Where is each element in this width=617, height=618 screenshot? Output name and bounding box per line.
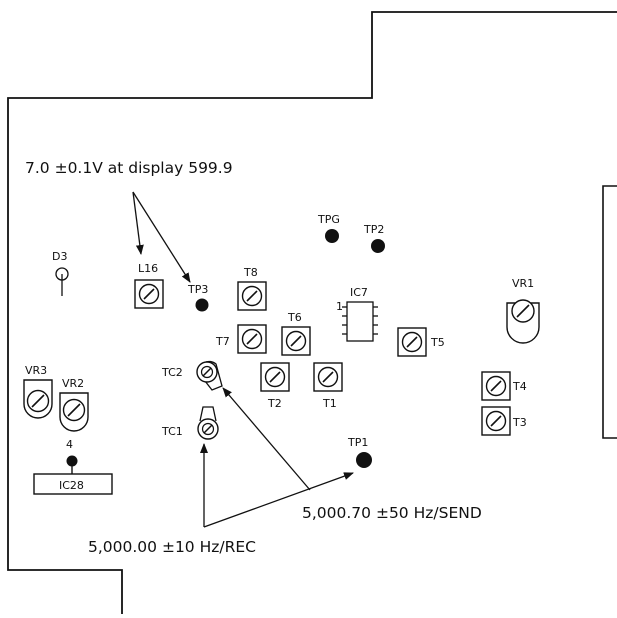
ic-chip-ic7 (342, 301, 378, 342)
test-point-tpg (325, 229, 339, 243)
label-t2: T2 (267, 397, 282, 410)
tc1-rec-note: 5,000.00 ±10 Hz/REC (88, 538, 256, 556)
ic28-pin4-point (66, 455, 78, 474)
tp3-voltage-note: 7.0 ±0.1V at display 599.9 (25, 159, 233, 177)
trimmer-capacitor-tc2 (196, 360, 223, 391)
transformer-t2 (260, 362, 290, 392)
label-ic28-pin4: 4 (66, 438, 73, 451)
diode-d3 (55, 267, 69, 296)
label-tp3: TP3 (187, 283, 208, 296)
label-t5: T5 (430, 336, 445, 349)
transformer-t8 (237, 281, 267, 311)
label-ic28: IC28 (59, 479, 84, 492)
right-module-outline (602, 185, 617, 439)
transformer-t4 (481, 371, 511, 401)
arrow-to-l16 (132, 191, 144, 255)
label-ic7: IC7 (350, 286, 368, 299)
label-ic7-pin1: 1 (336, 300, 343, 313)
label-t4: T4 (512, 380, 527, 393)
coil-l16 (134, 279, 164, 309)
test-point-tp1 (356, 452, 372, 468)
label-tc1: TC1 (161, 425, 183, 438)
label-t1: T1 (322, 397, 337, 410)
arrow-rec-to-tp1 (203, 472, 354, 528)
label-vr2: VR2 (62, 377, 84, 390)
label-t8: T8 (243, 266, 258, 279)
transformer-t7 (237, 324, 267, 354)
ic-chip-ic28 (33, 473, 113, 495)
potentiometer-vr1 (506, 299, 540, 344)
arrow-to-tp3 (132, 191, 191, 283)
transformer-t1 (313, 362, 343, 392)
board-outline (7, 11, 617, 614)
test-point-tp2 (371, 239, 385, 253)
label-d3: D3 (52, 250, 67, 263)
label-t6: T6 (287, 311, 302, 324)
label-tp2: TP2 (363, 223, 384, 236)
label-t7: T7 (215, 335, 230, 348)
tc2-send-note: 5,000.70 ±50 Hz/SEND (302, 504, 482, 522)
label-l16: L16 (138, 262, 158, 275)
label-t3: T3 (512, 416, 527, 429)
potentiometer-vr3 (23, 379, 53, 419)
arrow-send-to-tc2 (222, 387, 311, 491)
potentiometer-vr2 (59, 392, 89, 432)
label-tp1: TP1 (347, 436, 368, 449)
transformer-t6 (281, 326, 311, 356)
label-vr3: VR3 (25, 364, 47, 377)
transformer-t5 (397, 327, 427, 357)
trimmer-capacitor-tc1 (197, 406, 219, 440)
label-tpg: TPG (317, 213, 340, 226)
transformer-t3 (481, 406, 511, 436)
label-vr1: VR1 (512, 277, 534, 290)
test-point-tp3 (195, 298, 209, 312)
label-tc2: TC2 (161, 366, 183, 379)
